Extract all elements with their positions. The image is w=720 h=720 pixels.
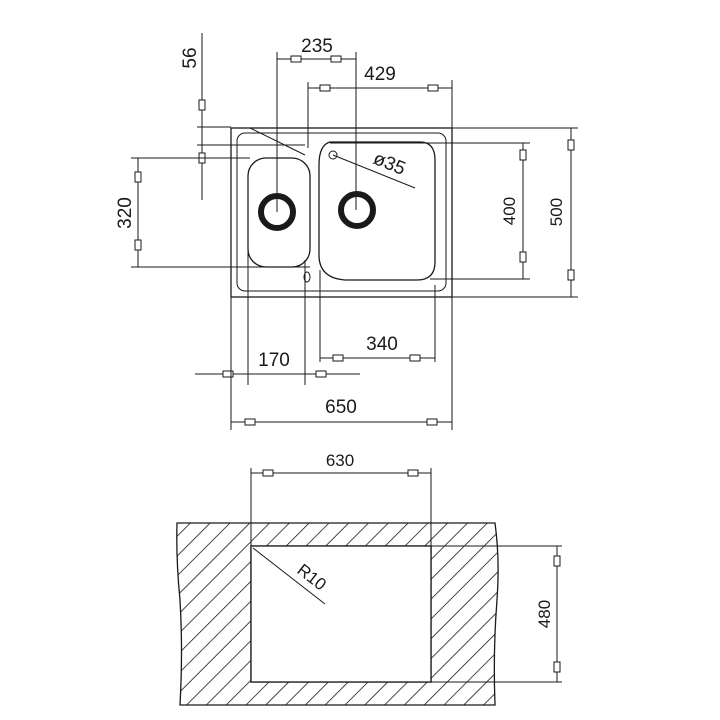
dimension-235: 235 [276, 36, 357, 212]
cutout-opening [250, 545, 432, 683]
large-bowl [318, 141, 436, 281]
overflow-icon [303, 271, 311, 283]
dimension-429: 429 [307, 64, 453, 148]
dim-label: 630 [326, 451, 354, 470]
sink-rim [236, 132, 447, 292]
dim-label: 480 [535, 600, 554, 628]
dimension-500: 500 [452, 127, 578, 298]
dim-label: 340 [366, 334, 398, 355]
cutout-view [176, 522, 499, 706]
sink-top-view [230, 127, 453, 298]
dim-label: 56 [180, 47, 201, 68]
dim-label: 500 [547, 198, 566, 226]
sink-outline [230, 127, 453, 298]
dimension-56: 56 [180, 33, 305, 200]
dimension-320: 320 [115, 157, 310, 268]
dim-label: 400 [500, 197, 519, 225]
dim-label: 320 [115, 197, 136, 229]
dimension-650: 650 [230, 297, 453, 430]
dim-label: 235 [301, 36, 333, 57]
dim-label: 429 [364, 64, 396, 85]
small-bowl [247, 157, 311, 268]
dimension-400: 400 [330, 142, 530, 280]
dim-label: 650 [325, 397, 357, 418]
large-drain-icon [338, 191, 376, 229]
dim-label: 170 [258, 350, 290, 371]
tap-hole-icon [328, 150, 338, 160]
dimension-630: 630 [250, 451, 432, 546]
tap-hole-diameter-label: ø35 [370, 148, 408, 180]
diameter-leader [332, 154, 416, 189]
dimension-340: 340 [319, 270, 436, 362]
dimension-480: 480 [431, 545, 562, 683]
dimension-170: 170 [195, 240, 360, 385]
